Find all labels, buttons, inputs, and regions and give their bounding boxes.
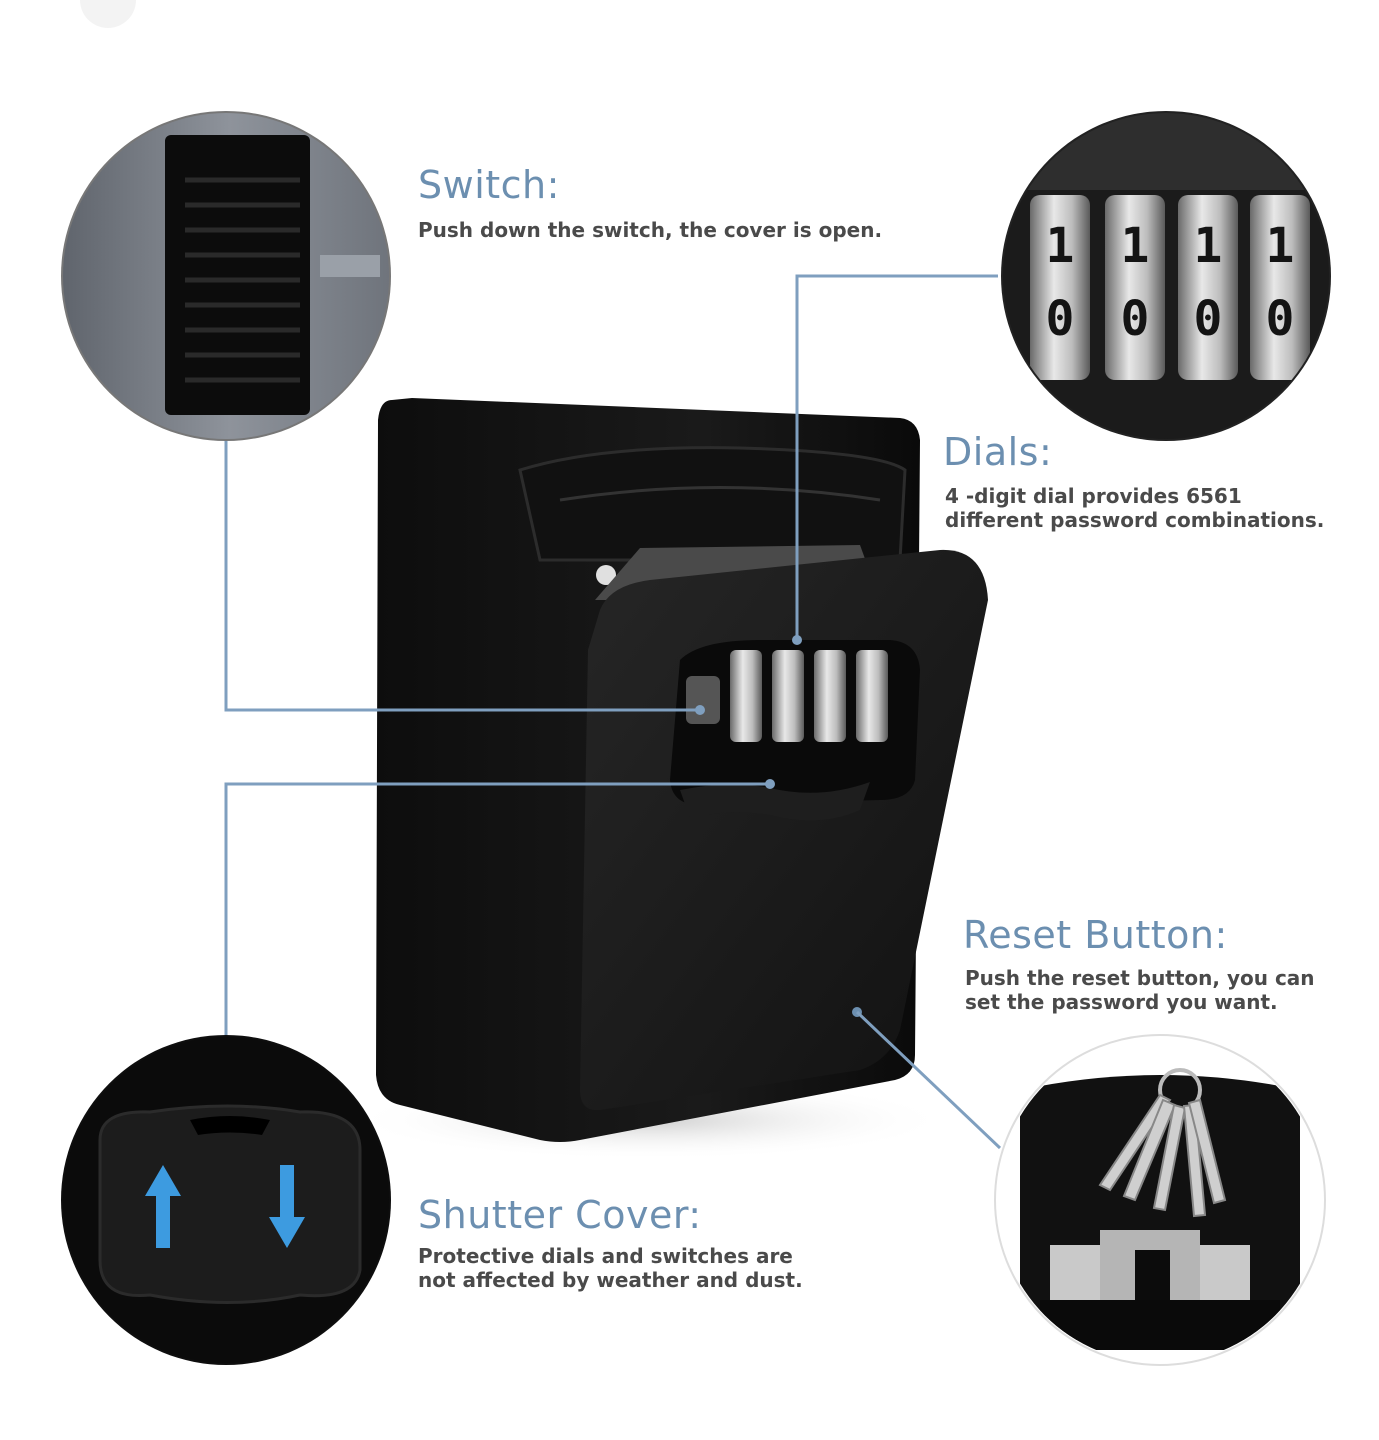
keys-detail-circle	[994, 1034, 1326, 1366]
dial-digit: 0	[1194, 291, 1223, 347]
dials-title: Dials:	[943, 430, 1053, 474]
dials-detail-circle: 1 1 1 1 0 0 0 0	[1001, 111, 1331, 441]
reset-button-description: Push the reset button, you can set the p…	[965, 966, 1315, 1014]
dial-digit: 1	[1194, 218, 1223, 274]
callout-lines	[224, 274, 1002, 1150]
switch-title: Switch:	[418, 163, 560, 207]
dial-wheels	[686, 650, 888, 742]
up-arrow-icon	[145, 1165, 181, 1248]
reset-button-title: Reset Button:	[963, 913, 1228, 957]
dial-digit: 0	[1046, 291, 1075, 347]
dial-digit: 1	[1121, 218, 1150, 274]
dial-digit: 0	[1266, 291, 1295, 347]
dial-digit: 0	[1121, 291, 1150, 347]
shutter-cover-title: Shutter Cover:	[418, 1193, 702, 1237]
shutter-detail-circle	[61, 1035, 391, 1365]
switch-detail-circle	[61, 111, 391, 441]
dials-description: 4 -digit dial provides 6561 different pa…	[945, 484, 1325, 532]
down-arrow-icon	[269, 1165, 305, 1248]
shutter-cover-description: Protective dials and switches are not af…	[418, 1244, 803, 1292]
dial-digit: 1	[1266, 218, 1295, 274]
lock-box	[350, 398, 988, 1160]
dial-digit: 1	[1046, 218, 1075, 274]
switch-description: Push down the switch, the cover is open.	[418, 218, 883, 242]
